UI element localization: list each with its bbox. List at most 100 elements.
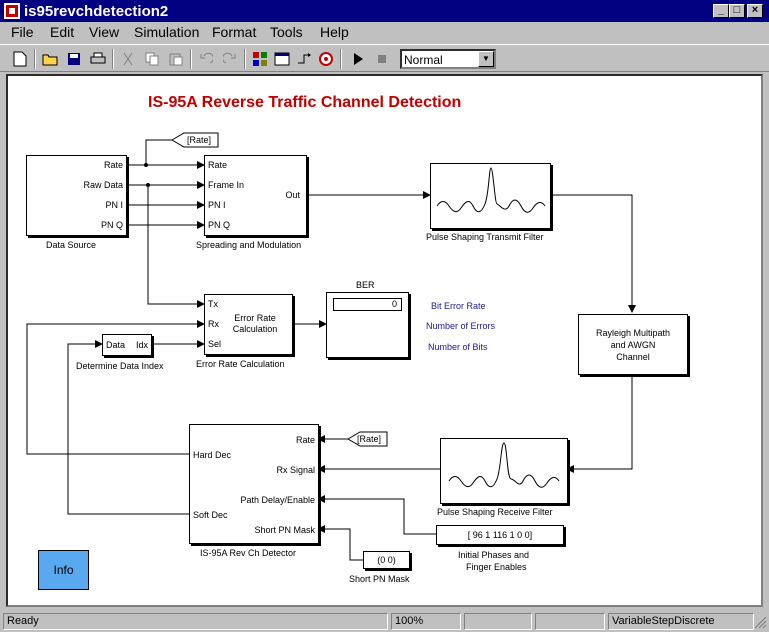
initial-phases-label2: Finger Enables: [466, 562, 527, 572]
menu-help[interactable]: Help: [320, 24, 349, 40]
status-text: Ready: [3, 613, 388, 630]
initial-phases-label1: Initial Phases and: [458, 550, 530, 560]
cut-icon[interactable]: [118, 49, 138, 69]
port-soft-dec: Soft Dec: [193, 510, 228, 520]
start-simulation-icon[interactable]: [348, 49, 368, 69]
from-rate-tag: [347, 431, 388, 447]
port-hard-dec: Hard Dec: [193, 450, 232, 460]
port-idx: Idx: [135, 340, 148, 350]
redo-icon[interactable]: [220, 49, 240, 69]
port-rate: Rate: [295, 435, 315, 445]
goto-rate-tag: [171, 132, 219, 148]
port-rate-in: Rate: [208, 160, 228, 170]
ber-display-block[interactable]: 0: [326, 292, 409, 358]
menu-view[interactable]: View: [89, 24, 120, 40]
stop-simulation-icon[interactable]: [372, 49, 392, 69]
rx-filter-label: Pulse Shaping Receive Filter: [437, 507, 553, 517]
data-source-label: Data Source: [46, 240, 97, 250]
title-bar: is95revchdetection2 _ □ ×: [0, 0, 769, 22]
pulse-shaping-transmit-filter-block[interactable]: [430, 163, 551, 229]
port-rx-signal: Rx Signal: [276, 465, 315, 475]
spreading-modulation-block[interactable]: Rate Frame In PN I PN Q Out: [204, 155, 307, 236]
solver-name: VariableStepDiscrete: [608, 613, 754, 630]
port-data: Data: [106, 340, 126, 350]
save-icon[interactable]: [64, 49, 84, 69]
status-bar: Ready 100% VariableStepDiscrete: [0, 611, 769, 632]
menu-edit[interactable]: Edit: [50, 24, 75, 40]
port-out: Out: [285, 190, 300, 200]
is95a-rev-ch-detector-block[interactable]: Rate Rx Signal Path Delay/Enable Short P…: [189, 424, 319, 544]
port-raw-data: Raw Data: [83, 180, 123, 190]
menu-format[interactable]: Format: [212, 24, 257, 40]
model-title: IS-95A Reverse Traffic Channel Detection: [148, 94, 462, 111]
chevron-down-icon[interactable]: ▼: [478, 51, 494, 67]
model-explorer-icon[interactable]: [272, 49, 292, 69]
info-block[interactable]: Info: [38, 550, 89, 590]
status-pane-4: [535, 613, 605, 630]
close-button[interactable]: ×: [747, 4, 763, 18]
signal-lines: [26, 132, 636, 561]
data-index-label: Determine Data Index: [76, 361, 164, 371]
short-pn-mask-label: Short PN Mask: [349, 574, 410, 584]
tx-filter-label: Pulse Shaping Transmit Filter: [426, 232, 544, 242]
pulse-shaping-receive-filter-block[interactable]: [440, 438, 568, 504]
error-rate-label: Error Rate Calculation: [196, 359, 285, 369]
port-rate: Rate: [103, 160, 123, 170]
menu-file[interactable]: File: [11, 24, 34, 40]
bit-error-rate-label: Bit Error Rate: [431, 301, 486, 311]
copy-icon[interactable]: [142, 49, 162, 69]
channel-line1: Rayleigh Multipath: [595, 328, 671, 338]
port-sel: Sel: [208, 339, 222, 349]
number-of-errors-label: Number of Errors: [426, 321, 496, 331]
ber-label: BER: [356, 280, 375, 290]
sinc-waveform-icon: [448, 442, 560, 488]
undo-icon[interactable]: [196, 49, 216, 69]
port-short-pn-mask: Short PN Mask: [254, 525, 315, 535]
data-source-block[interactable]: Rate Raw Data PN I PN Q: [26, 155, 127, 236]
open-folder-icon[interactable]: [40, 49, 60, 69]
port-pn-i: PN I: [105, 200, 123, 210]
menu-simulation[interactable]: Simulation: [134, 24, 200, 40]
port-tx: Tx: [208, 299, 218, 309]
port-pn-q-in: PN Q: [208, 220, 231, 230]
debug-icon[interactable]: [316, 49, 336, 69]
detector-label: IS-95A Rev Ch Detector: [200, 548, 297, 558]
library-browser-icon[interactable]: [250, 49, 270, 69]
port-rx: Rx: [208, 319, 219, 329]
simulation-mode-value: Normal: [404, 53, 443, 67]
simulink-app-icon: [4, 3, 20, 19]
toolbar: Normal ▼: [0, 44, 769, 72]
print-icon[interactable]: [88, 49, 108, 69]
from-rate-label: [Rate]: [357, 434, 382, 444]
ber-value: 0: [333, 298, 402, 311]
port-frame-in: Frame In: [208, 180, 245, 190]
resize-grip-icon[interactable]: [754, 616, 767, 629]
spreading-label: Spreading and Modulation: [196, 240, 302, 250]
zoom-level: 100%: [391, 613, 461, 630]
goto-rate-label: [Rate]: [187, 135, 212, 145]
initial-phases-constant-block[interactable]: [ 96 1 116 1 0 0]: [436, 525, 564, 545]
determine-data-index-block[interactable]: Data Idx: [102, 334, 152, 356]
minimize-button[interactable]: _: [713, 4, 729, 18]
new-model-icon[interactable]: [10, 49, 30, 69]
window-title: is95revchdetection2: [24, 3, 169, 20]
port-pn-q: PN Q: [100, 220, 123, 230]
menu-bar: File Edit View Simulation Format Tools H…: [0, 22, 769, 42]
rayleigh-awgn-channel-block[interactable]: Rayleigh Multipath and AWGN Channel: [578, 314, 688, 375]
simulation-mode-select[interactable]: Normal ▼: [400, 49, 496, 69]
menu-tools[interactable]: Tools: [270, 24, 303, 40]
number-of-bits-label: Number of Bits: [428, 342, 488, 352]
channel-line3: Channel: [616, 352, 650, 362]
update-diagram-icon[interactable]: [294, 49, 314, 69]
model-canvas[interactable]: IS-95A Reverse Traffic Channel Detection…: [6, 74, 763, 607]
sinc-waveform-icon: [436, 167, 546, 213]
short-pn-mask-constant-block[interactable]: (0 0): [363, 551, 410, 569]
channel-line2: and AWGN: [610, 340, 656, 350]
maximize-button[interactable]: □: [729, 4, 745, 18]
status-pane-3: [464, 613, 532, 630]
paste-icon[interactable]: [166, 49, 186, 69]
port-path-delay: Path Delay/Enable: [240, 495, 315, 505]
port-pn-i-in: PN I: [208, 200, 226, 210]
